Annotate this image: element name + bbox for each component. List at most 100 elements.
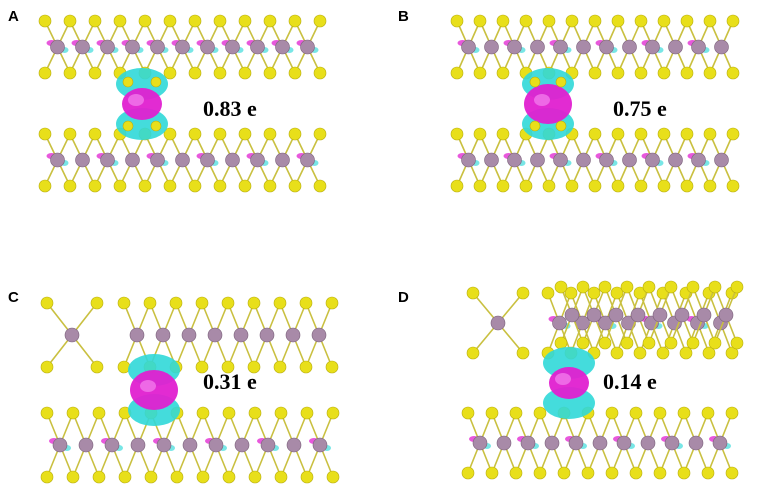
sulfur-atom [496, 66, 510, 80]
sulfur-atom [588, 66, 602, 80]
charge-label-d: 0.14 e [603, 369, 657, 394]
sulfur-atom [686, 280, 700, 294]
sulfur-atom [725, 346, 739, 360]
metal-atom [664, 435, 680, 451]
metal-atom [645, 39, 660, 55]
sulfur-atom [730, 336, 744, 350]
sulfur-atom [248, 470, 262, 484]
sulfur-atom [677, 466, 691, 480]
structure-d [461, 280, 744, 480]
structure-a [38, 14, 327, 193]
sulfur-atom [273, 360, 287, 374]
sulfur-atom [195, 296, 209, 310]
sulfur-atom [679, 346, 693, 360]
sulfur-atom [485, 466, 499, 480]
sulfur-atom [620, 336, 634, 350]
sulfur-atom [213, 179, 227, 193]
sulfur-atom [680, 66, 694, 80]
metal-atom [622, 39, 637, 55]
charge-label-a: 0.83 e [203, 96, 257, 121]
metal-atom [50, 39, 65, 55]
sulfur-atom [263, 14, 277, 28]
sulfur-atom [263, 179, 277, 193]
sulfur-atom [163, 179, 177, 193]
sulfur-atom [657, 127, 671, 141]
metal-atom [630, 307, 646, 323]
sulfur-atom [564, 286, 578, 300]
metal-atom [156, 437, 172, 453]
sulfur-atom [163, 66, 177, 80]
sulfur-atom [708, 280, 722, 294]
sulfur-atom [263, 66, 277, 80]
sulfur-atom [642, 280, 656, 294]
sulfur-atom [634, 66, 648, 80]
metal-atom [300, 152, 315, 168]
metal-atom [175, 152, 190, 168]
sulfur-atom [653, 466, 667, 480]
metal-atom [576, 152, 591, 168]
sulfur-atom [519, 179, 533, 193]
sulfur-atom [702, 346, 716, 360]
sulfur-atom [273, 296, 287, 310]
metal-atom [275, 39, 290, 55]
metal-atom [552, 315, 567, 331]
sulfur-atom [726, 127, 740, 141]
sulfur-atom [642, 336, 656, 350]
sulfur-atom [588, 127, 602, 141]
metal-atom [553, 39, 568, 55]
panel-b: B 0.75 e [383, 0, 765, 240]
sulfur-atom [703, 14, 717, 28]
sulfur-atom [92, 406, 106, 420]
metal-atom [496, 435, 512, 451]
metal-atom [100, 39, 115, 55]
sulfur-atom [122, 120, 134, 132]
sulfur-atom [703, 66, 717, 80]
sulfur-atom [588, 14, 602, 28]
metal-atom [599, 39, 614, 55]
sulfur-atom [188, 14, 202, 28]
sulfur-atom [708, 336, 722, 350]
metal-atom [484, 152, 499, 168]
sulfur-atom [122, 76, 134, 88]
sulfur-atom [509, 406, 523, 420]
sulfur-atom [170, 470, 184, 484]
metal-atom [461, 39, 476, 55]
sulfur-atom [473, 66, 487, 80]
sulfur-atom [238, 66, 252, 80]
metal-atom [622, 152, 637, 168]
sulfur-atom [40, 360, 54, 374]
sulfur-atom [325, 360, 339, 374]
sulfur-atom [557, 466, 571, 480]
sulfur-atom [555, 120, 567, 132]
metal-atom [668, 152, 683, 168]
sulfur-atom [565, 14, 579, 28]
sulfur-atom [238, 14, 252, 28]
metal-atom [125, 39, 140, 55]
metal-atom [200, 39, 215, 55]
sulfur-atom [66, 406, 80, 420]
sulfur-atom [701, 466, 715, 480]
sulfur-atom [629, 406, 643, 420]
sulfur-atom [150, 120, 162, 132]
charge-density-lobe [128, 94, 144, 106]
sulfur-atom [169, 296, 183, 310]
metal-atom [599, 152, 614, 168]
metal-atom [592, 435, 608, 451]
metal-atom [461, 152, 476, 168]
sulfur-atom [466, 286, 480, 300]
metal-atom [52, 437, 68, 453]
sulfur-atom [326, 406, 340, 420]
metal-atom [130, 437, 146, 453]
charge-density-lobe [549, 367, 589, 399]
sulfur-atom [313, 179, 327, 193]
metal-atom [200, 152, 215, 168]
sulfur-atom [725, 466, 739, 480]
panel-letter-c: C [8, 289, 19, 306]
sulfur-atom [466, 346, 480, 360]
sulfur-atom [90, 296, 104, 310]
sulfur-atom [576, 280, 590, 294]
metal-atom [520, 435, 536, 451]
charge-label-b: 0.75 e [613, 96, 667, 121]
sulfur-atom [533, 466, 547, 480]
metal-atom [576, 39, 591, 55]
